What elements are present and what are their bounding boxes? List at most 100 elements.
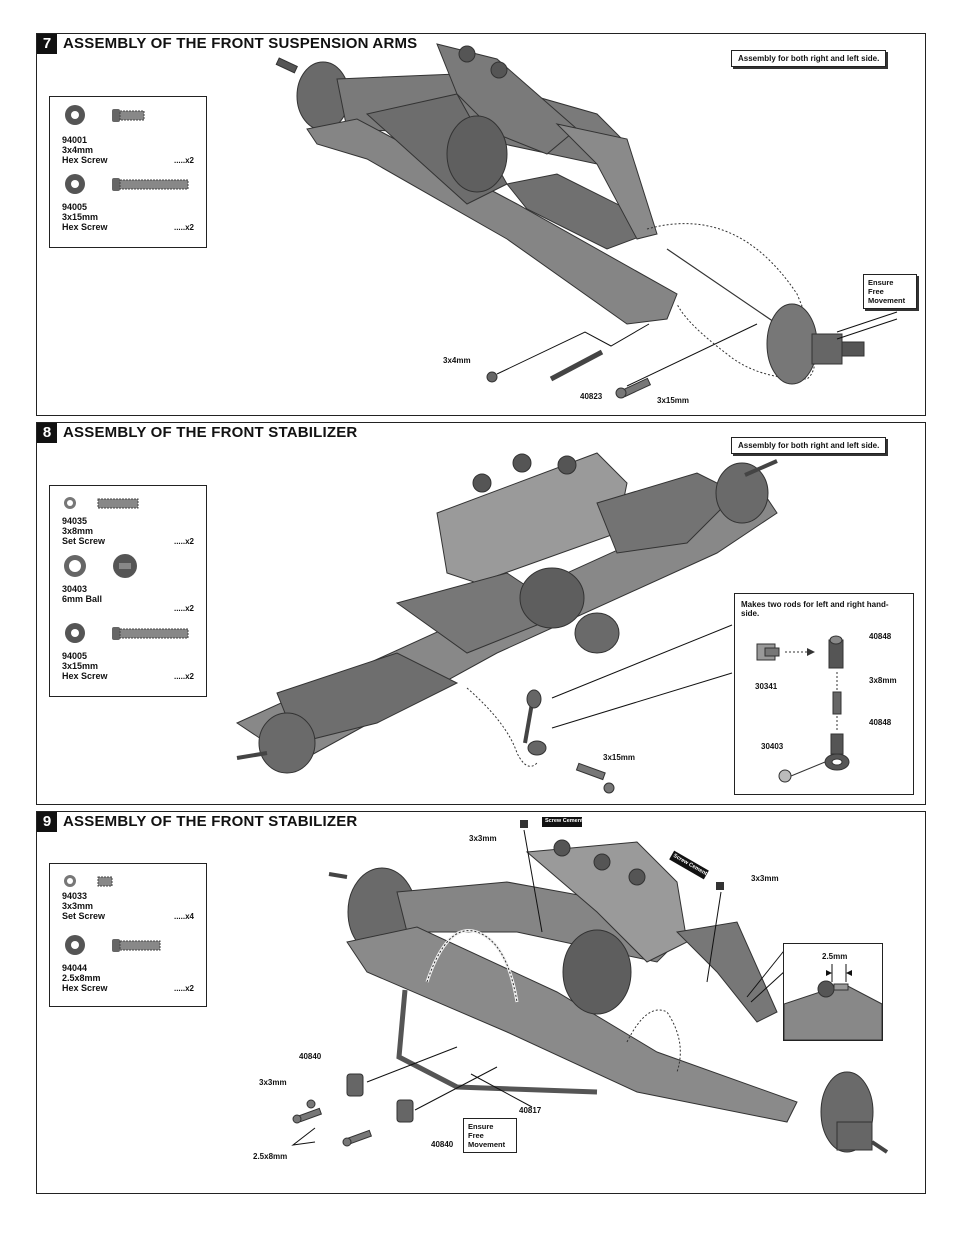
- part-name: Hex Screw: [62, 983, 108, 993]
- hex-screw-short-icon: [112, 109, 145, 122]
- part-code: 94001: [62, 135, 88, 145]
- parts-list: 94033 3x3mm Set Screw .....x4 94044 2.5x…: [49, 863, 207, 1007]
- parts-list: 94001 3x4mm Hex Screw .....x2 94005 3x15…: [49, 96, 207, 248]
- part-qty: .....x2: [173, 537, 194, 546]
- screw-cement-bottle-b: [669, 850, 709, 880]
- label-40840-a: 40840: [299, 1052, 322, 1061]
- ball-icon: [113, 554, 137, 578]
- part-item: 94044 2.5x8mm Hex Screw: [62, 963, 108, 993]
- part-size: 6mm Ball: [62, 594, 103, 604]
- part-qty: .....x2: [173, 156, 194, 165]
- assembly-note: Assembly for both right and left side.: [731, 50, 887, 67]
- mount-40840-a: [346, 1073, 364, 1097]
- step-number: 9: [37, 812, 57, 832]
- parts-list: 94035 3x8mm Set Screw .....x2 30403 6mm …: [49, 485, 207, 697]
- hex-screw-3x4: [486, 371, 498, 383]
- screw-cement-bottle-a: [542, 817, 582, 827]
- step-number: 7: [37, 34, 57, 54]
- label-30403: 30403: [761, 742, 784, 751]
- stabilizer-rod: [523, 689, 547, 756]
- label-3x3-top: 3x3mm: [469, 834, 497, 843]
- gap-detail-illustration: [784, 964, 882, 1040]
- label-40848-top: 40848: [869, 632, 892, 641]
- label-40848-bottom: 40848: [869, 718, 892, 727]
- washer-icon: [65, 174, 85, 194]
- hex-screw-3x15: [575, 762, 615, 794]
- callout-text: Makes two rods for left and right hand-s…: [741, 600, 889, 618]
- label-2.5x8mm: 2.5x8mm: [253, 1152, 288, 1161]
- part-code: 94005: [62, 651, 88, 661]
- washer-icon: [65, 935, 85, 955]
- part-code: 94035: [62, 516, 88, 526]
- part-name: Hex Screw: [62, 671, 108, 681]
- ball-holder-30341: [756, 643, 780, 661]
- set-screw-top: [520, 820, 528, 828]
- part-item: 94035 3x8mm Set Screw: [62, 516, 105, 546]
- step-title: ASSEMBLY OF THE FRONT SUSPENSION ARMS: [63, 35, 418, 52]
- ring-icon: [64, 555, 86, 577]
- hinge-pin-40823: [549, 349, 604, 382]
- part-item: 94001 3x4mm Hex Screw: [62, 135, 108, 165]
- front-stabilizer-drawing: [235, 452, 778, 794]
- set-screw-icon: [97, 498, 139, 509]
- part-size: 2.5x8mm: [62, 973, 101, 983]
- assembly-note: Assembly for both right and left side.: [731, 437, 887, 454]
- nut-icon: [64, 875, 76, 887]
- label-3x8mm: 3x8mm: [869, 676, 897, 685]
- step-8-panel: 8 ASSEMBLY OF THE FRONT STABILIZER Assem…: [36, 422, 926, 805]
- step-7-panel: 7 ASSEMBLY OF THE FRONT SUSPENSION ARMS …: [36, 33, 926, 416]
- set-screw-right: [716, 882, 724, 890]
- step-title: ASSEMBLY OF THE FRONT STABILIZER: [63, 813, 358, 830]
- part-size: 3x3mm: [62, 901, 94, 911]
- part-size: 3x15mm: [62, 212, 99, 222]
- part-qty: .....x2: [173, 672, 194, 681]
- part-name: Hex Screw: [62, 222, 108, 232]
- ball-30403: [778, 769, 792, 783]
- part-size: 3x8mm: [62, 526, 94, 536]
- label-screw-3x15: 3x15mm: [603, 753, 636, 762]
- part-qty: .....x2: [173, 223, 194, 232]
- part-item: 94033 3x3mm Set Screw: [62, 891, 105, 921]
- hex-screw-icon: [112, 939, 161, 952]
- part-item: 30403 6mm Ball: [62, 584, 102, 604]
- label-3x3-left: 3x3mm: [259, 1078, 287, 1087]
- parts-illustration: [64, 875, 161, 955]
- rod-assembly-illustration: [756, 635, 850, 783]
- parts-illustration: [64, 497, 189, 643]
- rod-end-top-40848: [828, 635, 844, 669]
- label-screw-cement-a: Screw Cement: [545, 818, 583, 824]
- mount-40840-b: [396, 1099, 414, 1123]
- front-hub-carrier: [766, 303, 865, 385]
- gap-detail-callout: 2.5mm: [783, 943, 883, 1041]
- rod-assembly-callout: Makes two rods for left and right hand-s…: [734, 593, 914, 795]
- hex-screw-long-icon: [112, 627, 189, 640]
- free-movement-note: Ensure Free Movement: [463, 1118, 517, 1153]
- free-movement-note: Ensure Free Movement: [863, 274, 917, 309]
- part-size: 3x4mm: [62, 145, 94, 155]
- parts-illustration: [65, 105, 189, 194]
- step-number: 8: [37, 423, 57, 443]
- step-9-panel: 9 ASSEMBLY OF THE FRONT STABILIZER 94033…: [36, 811, 926, 1194]
- part-code: 94005: [62, 202, 88, 212]
- hex-screw-2.5x8-a: [292, 1107, 323, 1124]
- label-pin-40823: 40823: [580, 392, 603, 401]
- rod-end-bottom-40848: [824, 733, 850, 771]
- label-2.5mm: 2.5mm: [822, 952, 848, 961]
- label-3x3-right: 3x3mm: [751, 874, 779, 883]
- label-30341: 30341: [755, 682, 778, 691]
- part-item: 94005 3x15mm Hex Screw: [62, 651, 108, 681]
- hex-screw-2.5x8-b: [342, 1129, 373, 1147]
- part-qty: .....x4: [173, 912, 194, 921]
- suspension-arms-drawing: [275, 43, 898, 399]
- front-stabilizer-bar-drawing: [291, 817, 889, 1154]
- part-qty: .....x2: [173, 604, 194, 613]
- set-screw-3x8: [832, 691, 842, 715]
- screw-3x3-left: [306, 1099, 316, 1109]
- washer-icon: [65, 623, 85, 643]
- part-item: 94005 3x15mm Hex Screw: [62, 202, 108, 232]
- nut-icon: [64, 497, 76, 509]
- step-title: ASSEMBLY OF THE FRONT STABILIZER: [63, 424, 358, 441]
- part-name: Set Screw: [62, 911, 106, 921]
- part-name: Set Screw: [62, 536, 106, 546]
- stabilizer-bar-40817: [396, 989, 598, 1095]
